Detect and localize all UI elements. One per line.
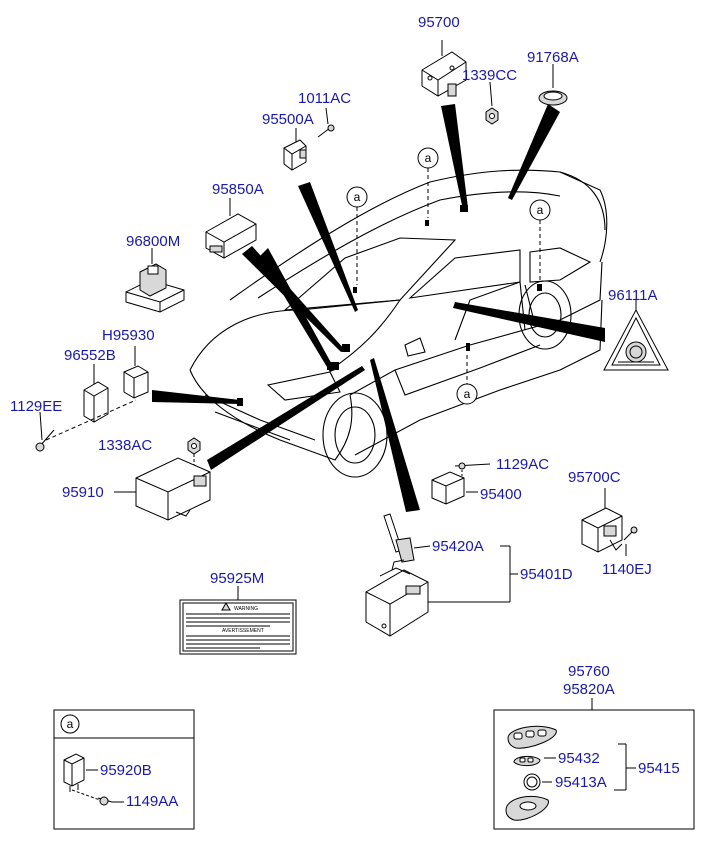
part-number-95700: 95700 <box>418 14 460 31</box>
part-95700C: 95700C <box>568 469 623 553</box>
part-1129EE: 1129EE <box>10 398 137 452</box>
part-number-1339CC: 1339CC <box>462 67 517 84</box>
part-1011AC: 1011AC <box>298 90 351 138</box>
part-95401D: 95401D <box>365 545 573 637</box>
callout-letter: a <box>537 203 544 217</box>
part-1338AC: 1338AC <box>98 437 201 466</box>
part-number-95500A: 95500A <box>262 111 314 128</box>
part-number-1129AC: 1129AC <box>496 456 549 473</box>
pointer-wedges <box>152 104 605 512</box>
part-number-95920B: 95920B <box>100 762 152 779</box>
part-number-95850A: 95850A <box>212 181 264 198</box>
key-fob-group: 95760 95820A 95432 95413A 95415 <box>493 663 695 830</box>
label-warning-title: WARNING <box>234 606 258 612</box>
part-number-1140EJ: 1140EJ <box>602 561 652 578</box>
part-number-1338AC: 1338AC <box>98 437 152 454</box>
callout-letter: a <box>464 387 471 401</box>
wedge-96552B <box>152 390 240 404</box>
wedge-95700 <box>441 104 468 210</box>
part-number-96800M: 96800M <box>126 233 180 250</box>
part-95850A: 95850A <box>205 181 264 259</box>
callout-letter: a <box>354 190 361 204</box>
part-number-95432: 95432 <box>558 750 600 767</box>
part-96800M: 96800M <box>125 233 185 313</box>
car-markers <box>237 205 542 406</box>
part-H95930: H95930 <box>102 327 155 399</box>
wedge-96111A <box>453 302 605 342</box>
part-number-95413A: 95413A <box>555 774 607 791</box>
part-number-95910: 95910 <box>62 484 104 501</box>
part-95700: 95700 <box>418 14 467 97</box>
callout-letter: a <box>67 717 74 731</box>
part-number-95700C: 95700C <box>568 469 621 486</box>
part-91768A: 91768A <box>527 49 579 106</box>
callout-letter: a <box>425 151 432 165</box>
part-95500A: 95500A <box>262 111 314 171</box>
part-96552B: 96552B <box>64 347 116 423</box>
part-number-96111A: 96111A <box>608 287 658 304</box>
part-95925M: WARNING AVERTISSEMENT 95925M <box>179 570 297 655</box>
legend-box-a: a 95920B 1149AA <box>53 709 195 830</box>
part-number-95760: 95760 <box>568 663 610 680</box>
part-number-H95930: H95930 <box>102 327 155 344</box>
part-1140EJ: 1140EJ <box>602 526 652 578</box>
wedge-95850A <box>260 248 335 372</box>
part-1339CC: 1339CC <box>462 67 517 125</box>
part-96111A: 96111A <box>603 287 669 371</box>
callout-markers: a a a a <box>346 147 551 405</box>
part-number-95400: 95400 <box>480 486 522 503</box>
part-number-95401D: 95401D <box>520 566 573 583</box>
part-number-1011AC: 1011AC <box>298 90 351 107</box>
part-95400: 95400 <box>431 471 522 505</box>
label-avertissement-title: AVERTISSEMENT <box>222 628 264 634</box>
part-1129AC: 1129AC <box>454 456 549 476</box>
part-number-95925M: 95925M <box>210 570 264 587</box>
part-number-1129EE: 1129EE <box>10 398 62 415</box>
part-95910: 95910 <box>62 457 211 521</box>
part-number-1149AA: 1149AA <box>126 793 178 810</box>
part-number-95820A: 95820A <box>563 681 615 698</box>
wedge-95500A <box>298 182 358 312</box>
part-95420A: 95420A <box>383 513 484 563</box>
part-number-91768A: 91768A <box>527 49 579 66</box>
wedge-95910 <box>207 366 365 470</box>
part-number-95420A: 95420A <box>432 538 484 555</box>
part-number-96552B: 96552B <box>64 347 116 364</box>
wedge-91768A <box>508 104 560 200</box>
wedge-95420A <box>370 358 420 512</box>
part-number-95415: 95415 <box>638 760 680 777</box>
